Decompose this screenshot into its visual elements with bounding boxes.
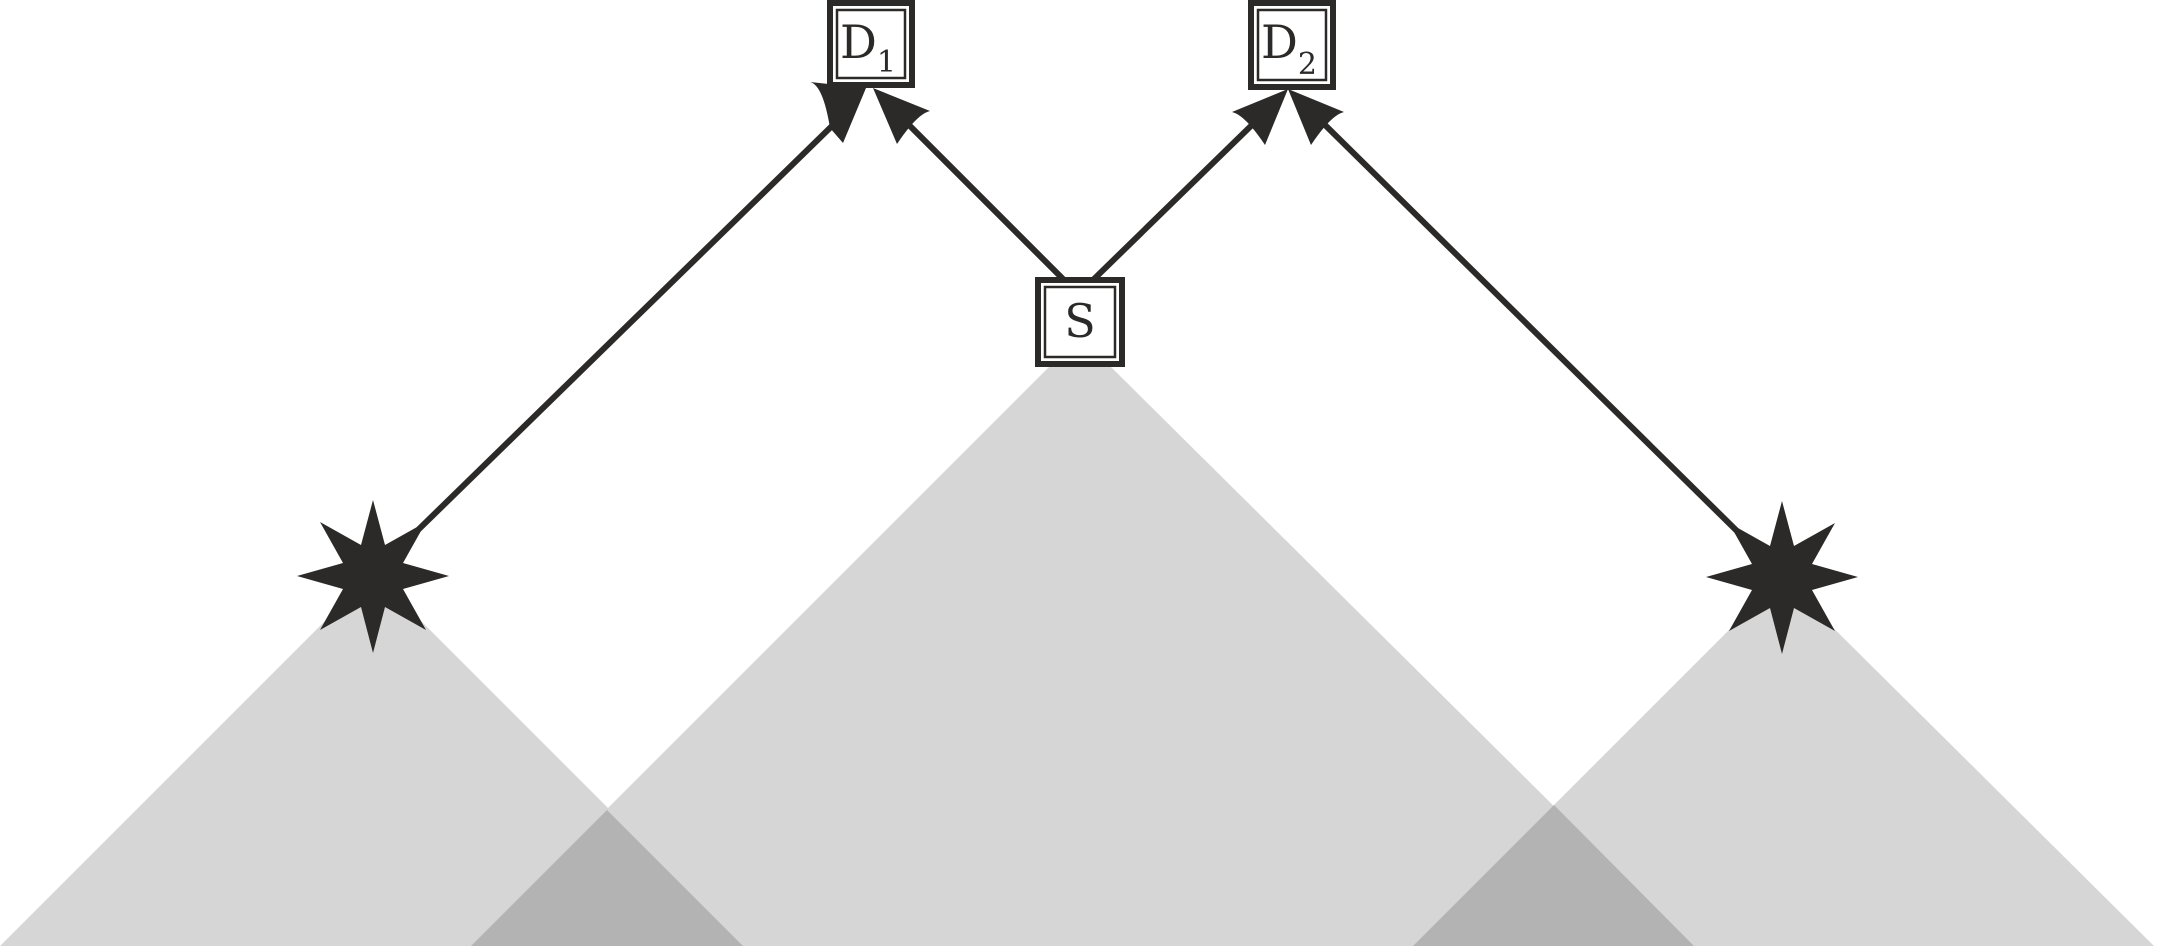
node-d2: D2 [1248,0,1336,90]
edge-s-to-d1 [903,119,1067,283]
arrowhead-d2-right [1288,89,1344,145]
cone-center [470,366,1695,946]
star-right-icon [1706,501,1858,654]
edge-s-to-d2 [1090,120,1257,283]
arrowhead-d1-right [873,88,930,144]
arrowhead-d1-left [810,82,866,143]
arrowhead-d2-left [1232,89,1288,145]
cone-overlap-right [1413,805,1694,946]
node-d2-box [1248,0,1336,90]
cone-overlap-left [471,810,743,946]
node-s: S [1035,277,1125,367]
node-d2-label: D2 [1261,15,1317,82]
node-d1: D1 [827,0,915,88]
node-s-box [1035,277,1125,367]
node-s-label: S [1064,294,1096,348]
edge-star-left-to-d1 [415,121,837,533]
node-d1-box [827,0,915,88]
edge-star-right-to-d2 [1320,120,1743,537]
cone-left [0,573,746,946]
star-left-icon [297,500,449,653]
node-d1-label: D1 [840,15,896,80]
